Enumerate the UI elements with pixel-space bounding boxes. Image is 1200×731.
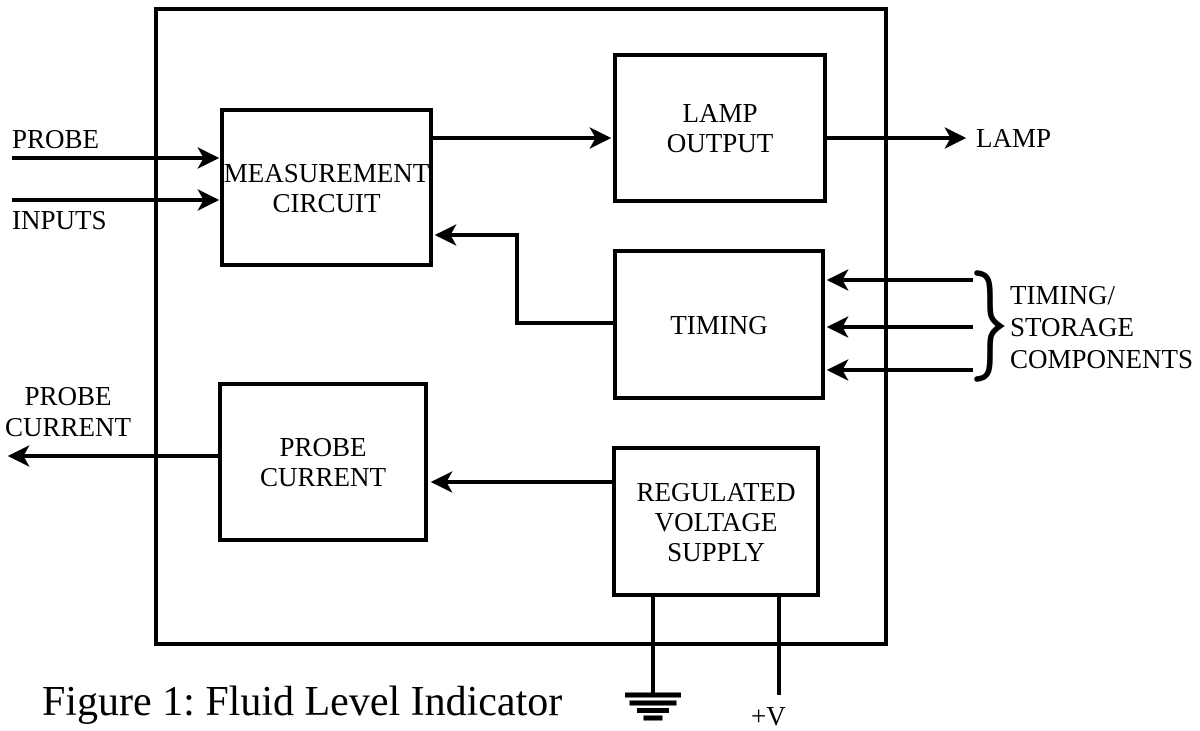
block-label-line: SUPPLY — [667, 536, 765, 567]
block-label-line: REGULATED — [636, 476, 796, 507]
ground-icon — [625, 692, 681, 721]
system-boundary-box — [154, 7, 888, 646]
probe-current-label-line: CURRENT — [4, 412, 131, 442]
timing-storage-label-line: STORAGE — [1010, 312, 1135, 342]
wire-timing-to-measurement-feedback — [434, 224, 613, 325]
timing-storage-label-line: TIMING/ — [1010, 280, 1115, 310]
plus-v-label: +V — [751, 701, 786, 731]
curly-brace-icon — [974, 270, 1005, 382]
block-measurement-circuit: MEASUREMENT CIRCUIT — [220, 108, 433, 267]
block-label-line: CIRCUIT — [272, 187, 381, 218]
probe-current-output-label: PROBE CURRENT — [0, 381, 136, 443]
block-label-line: TIMING — [670, 309, 768, 340]
block-label-line: MEASUREMENT — [223, 157, 430, 188]
timing-storage-components-label: TIMING/ STORAGE COMPONENTS — [1010, 279, 1193, 375]
figure-caption: Figure 1: Fluid Level Indicator — [42, 679, 563, 725]
timing-storage-label-line: COMPONENTS — [1010, 344, 1194, 374]
probe-current-label-line: PROBE — [24, 381, 112, 411]
block-label-line: PROBE — [279, 432, 367, 462]
block-label-line: OUTPUT — [666, 128, 774, 158]
block-label-line: CURRENT — [259, 462, 386, 492]
block-label-line: LAMP — [682, 98, 758, 128]
block-timing: TIMING — [613, 249, 825, 400]
block-lamp-output: LAMP OUTPUT — [613, 53, 827, 203]
inputs-input-label: INPUTS — [12, 205, 107, 235]
block-probe-current: PROBE CURRENT — [218, 382, 428, 542]
lamp-output-label: LAMP — [976, 123, 1052, 153]
probe-input-label: PROBE — [12, 124, 100, 154]
block-label-line: VOLTAGE — [654, 506, 778, 537]
block-regulated-voltage-supply: REGULATED VOLTAGE SUPPLY — [612, 446, 820, 597]
